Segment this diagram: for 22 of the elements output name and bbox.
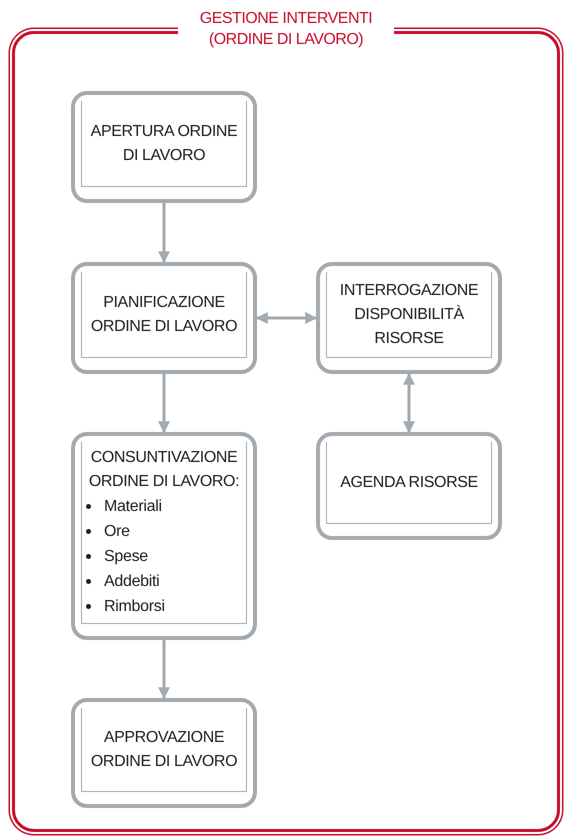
list-item: Spese (104, 544, 246, 569)
process-box (316, 432, 502, 540)
process-box (71, 91, 257, 203)
arrow (158, 203, 170, 264)
list-item: Addebiti (104, 569, 246, 594)
list-item: Rimborsi (104, 594, 246, 619)
box-title: APERTURA ORDINE DI LAVORO (90, 122, 238, 166)
process-box (316, 262, 502, 374)
arrow (158, 374, 170, 434)
box-title: CONSUNTIVAZIONE ORDINE DI LAVORO: (88, 448, 240, 492)
process-box (71, 698, 257, 808)
arrow (403, 372, 415, 434)
box-title: INTERROGAZIONE DISPONIBILITÀ RISORSE (338, 280, 480, 348)
box-title: APPROVAZIONE ORDINE DI LAVORO (90, 728, 238, 772)
process-box (71, 432, 257, 640)
list-item: Ore (104, 519, 246, 544)
box-title: AGENDA RISORSE (340, 472, 478, 492)
arrow (256, 312, 318, 324)
list-item: Materiali (104, 494, 246, 519)
arrow (158, 640, 170, 700)
process-box (71, 262, 257, 374)
box-title: PIANIFICAZIONE ORDINE DI LAVORO (90, 292, 238, 336)
